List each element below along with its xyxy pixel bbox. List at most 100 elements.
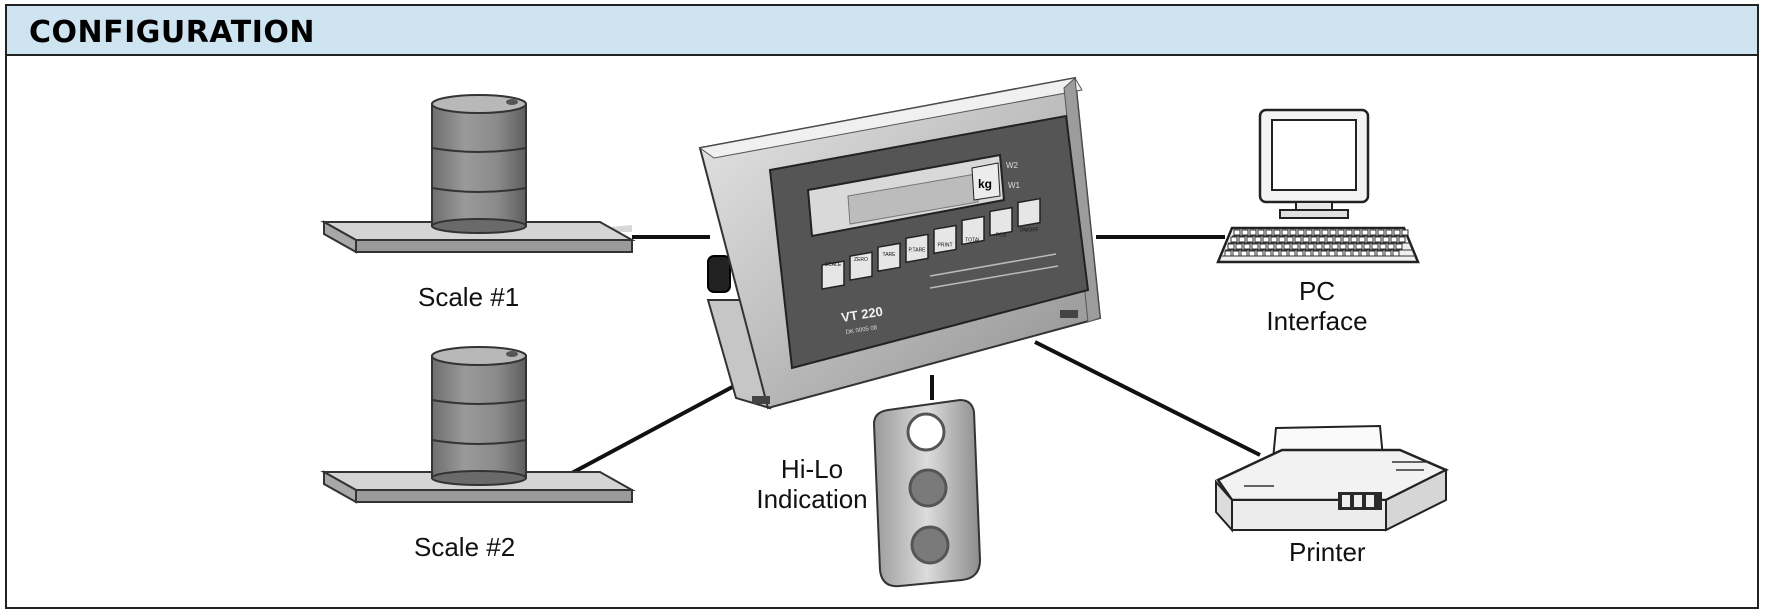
key-pcs — [989, 206, 1013, 237]
hi-lo-light-middle — [908, 468, 948, 508]
keyboard-key — [1368, 250, 1376, 257]
indicator-w1: W1 — [1008, 181, 1021, 190]
keyboard-key — [1256, 250, 1264, 257]
keyboard-key — [1251, 243, 1259, 250]
weighing-indicator: kg W2 W1 VT 220 DK 0005 08 SCALEZEROTARE… — [698, 76, 1102, 410]
key-label-print: PRINT — [938, 242, 953, 248]
keyboard-key — [1393, 229, 1401, 236]
keyboard-key — [1377, 229, 1385, 236]
keyboard-key — [1382, 236, 1390, 243]
indicator-unit: kg — [978, 177, 992, 191]
label-printer: Printer — [1289, 537, 1366, 567]
pc-screen — [1271, 119, 1357, 191]
keyboard-key — [1398, 236, 1406, 243]
keyboard-key — [1241, 229, 1249, 236]
keyboard-key — [1361, 229, 1369, 236]
keyboard-key — [1358, 236, 1366, 243]
keyboard-key — [1395, 243, 1403, 250]
keyboard-key — [1342, 236, 1350, 243]
keyboard-key — [1243, 243, 1251, 250]
keyboard-key — [1249, 229, 1257, 236]
key-scale — [821, 260, 845, 290]
keyboard-key — [1254, 236, 1262, 243]
label-pc-line1: PC — [1298, 276, 1336, 306]
keyboard-key — [1353, 229, 1361, 236]
scale-2 — [320, 346, 636, 504]
keyboard-key — [1278, 236, 1286, 243]
scale-1 — [320, 94, 636, 254]
key-label-onoff: ON/OFF — [1020, 228, 1039, 234]
hi-lo-indication-device — [872, 398, 982, 588]
keyboard-key — [1267, 243, 1275, 250]
key-label-total: TOTAL — [965, 238, 981, 244]
keyboard-key — [1352, 250, 1360, 257]
keyboard-key — [1227, 243, 1235, 250]
keyboard-key — [1392, 250, 1400, 257]
keyboard-key — [1264, 250, 1272, 257]
keyboard-key — [1347, 243, 1355, 250]
keyboard-key — [1318, 236, 1326, 243]
keyboard-key — [1272, 250, 1280, 257]
keyboard-key — [1283, 243, 1291, 250]
keyboard-key — [1385, 229, 1393, 236]
label-pc-line2: Interface — [1266, 306, 1368, 336]
label-hi-lo-indication: Hi-Lo Indication — [752, 454, 872, 514]
key-label-ptare: P.TARE — [908, 247, 926, 253]
key-label-pcs: PCS — [996, 233, 1007, 239]
keyboard-key — [1235, 243, 1243, 250]
keyboard-key — [1387, 243, 1395, 250]
keyboard-key — [1270, 236, 1278, 243]
indicator-front-panel — [768, 114, 1090, 370]
keyboard-key — [1286, 236, 1294, 243]
label-scale-1: Scale #1 — [418, 282, 520, 312]
section-header: CONFIGURATION — [7, 6, 1757, 56]
keyboard-key — [1289, 229, 1297, 236]
keyboard-key — [1401, 229, 1409, 236]
keyboard-key — [1259, 243, 1267, 250]
pc-computer — [1216, 108, 1420, 264]
keyboard-key — [1281, 229, 1289, 236]
keyboard-key — [1257, 229, 1265, 236]
keyboard-key — [1248, 250, 1256, 257]
keyboard-key — [1376, 250, 1384, 257]
keyboard-key — [1302, 236, 1310, 243]
key-onoff — [1017, 197, 1041, 228]
keyboard-key — [1313, 229, 1321, 236]
keyboard-key — [1336, 250, 1344, 257]
keyboard-key — [1304, 250, 1312, 257]
keyboard-key — [1310, 236, 1318, 243]
keyboard-key — [1379, 243, 1387, 250]
keyboard-key — [1280, 250, 1288, 257]
keyboard-key — [1384, 250, 1392, 257]
key-print — [933, 224, 957, 255]
label-hilo-line2: Indication — [756, 484, 868, 514]
key-label-scale: SCALE — [825, 262, 842, 268]
cable-scale2 — [569, 383, 737, 476]
indicator-knob — [707, 255, 731, 293]
key-tare — [877, 242, 901, 273]
keyboard-key — [1294, 236, 1302, 243]
keyboard-key — [1326, 236, 1334, 243]
keyboard-key — [1224, 250, 1232, 257]
keyboard-key — [1273, 229, 1281, 236]
keyboard-key — [1307, 243, 1315, 250]
key-total — [961, 215, 985, 246]
keyboard-key — [1371, 243, 1379, 250]
scale-1-barrel — [431, 94, 527, 234]
indicator-model: VT 220 — [840, 304, 884, 325]
indicator-sub-label: DK 0005 08 — [845, 325, 878, 336]
indicator-w2: W2 — [1006, 161, 1019, 170]
scale-2-barrel — [431, 346, 527, 486]
keyboard-key — [1262, 236, 1270, 243]
keyboard-key — [1232, 250, 1240, 257]
keyboard-key — [1305, 229, 1313, 236]
key-label-tare: TARE — [883, 252, 897, 258]
keyboard-key — [1329, 229, 1337, 236]
keyboard-key — [1323, 243, 1331, 250]
keyboard-key — [1291, 243, 1299, 250]
keyboard-key — [1366, 236, 1374, 243]
keyboard-key — [1344, 250, 1352, 257]
keyboard-key — [1339, 243, 1347, 250]
